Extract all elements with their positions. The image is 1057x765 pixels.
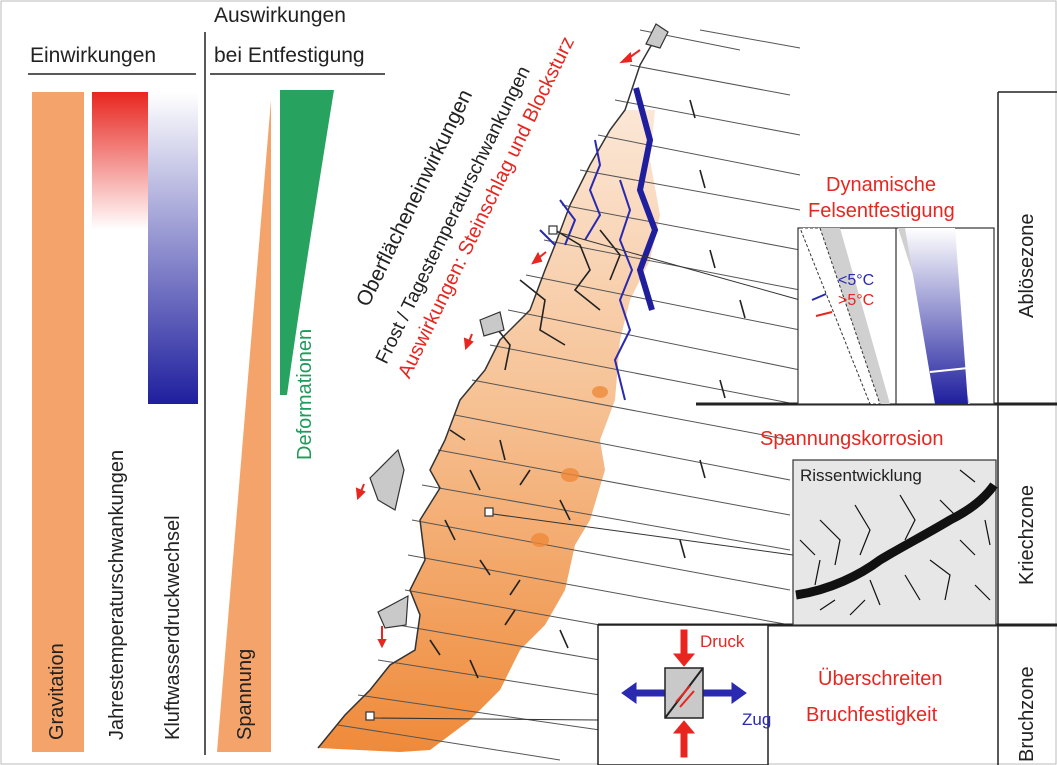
dynamisch-subtitle: Felsentfestigung [808,200,955,222]
rissentwicklung-label: Rissentwicklung [800,466,922,485]
einwirkungen-heading: Einwirkungen [30,44,157,67]
jahrestemperatur-label: Jahrestemperaturschwankungen [106,449,128,740]
kluftwasser-label: Kluftwasserdruckwechsel [162,515,184,740]
gravitation-label: Gravitation [46,643,68,740]
bedding-lines [337,29,801,761]
auswirkungen-heading: Auswirkungen [214,4,346,27]
temp-below-label: <5°C [838,272,875,289]
zone-bruch: Bruchzone [1016,666,1038,762]
ueberschreiten-line1: Überschreiten [818,668,943,690]
dynamisch-title: Dynamische [826,174,937,196]
slope-surface [317,29,661,749]
spannung-label: Spannung [234,648,256,740]
temperature-bar [92,92,148,322]
leader-rupture [373,717,599,721]
marker-rupture [365,711,375,721]
auswirkungen-subheading: bei Entfestigung [214,44,365,67]
open-joint [633,87,659,311]
crack-network [795,469,998,616]
weathering-spots [531,386,608,547]
deformation-wedge [280,90,334,395]
tension-arrows [621,682,747,704]
zone-kriech: Kriechzone [1016,484,1038,585]
spannungskorrosion-label: Spannungskorrosion [760,428,944,450]
slope-mass [318,110,660,752]
water-pressure-bar [148,92,198,404]
marker-creep [484,507,494,517]
compression-arrows [672,629,696,758]
detached-blocks [369,23,669,629]
temp-above-label: >5°C [838,292,875,309]
zone-abloese: Ablösezone [1016,213,1038,318]
gravitation-bar [32,92,84,752]
leader-creep [492,513,794,556]
expansion-arrow [929,367,969,373]
joint-wedge-dashed [799,227,881,405]
ueberschreiten-line2: Bruchfestigkeit [806,704,938,726]
leader-surface [556,231,801,301]
frost-fractures [539,139,634,401]
ice-filled-joint [905,228,968,404]
falling-arrows [355,49,641,649]
marker-surface [548,225,558,235]
deformationen-label: Deformationen [294,328,316,460]
druck-label: Druck [700,632,745,651]
spannung-wedge [217,100,271,752]
zug-label: Zug [742,710,772,729]
